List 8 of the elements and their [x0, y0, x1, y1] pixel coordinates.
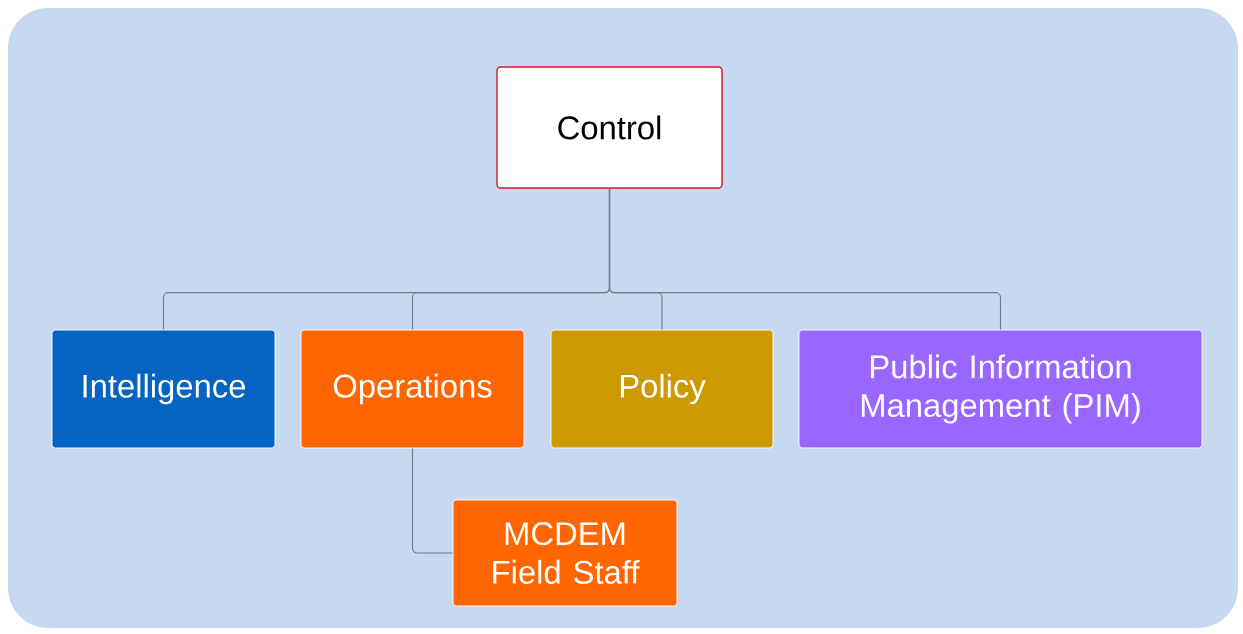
unit-box: Policy — [550, 329, 774, 449]
unit-box: Intelligence — [51, 329, 276, 449]
unit-box: MCDEM Field Staff — [452, 499, 678, 607]
connector-line — [411, 447, 454, 554]
unit-box: Operations — [300, 329, 525, 449]
connector-line — [608, 188, 1002, 331]
unit-box: Public Information Management (PIM) — [798, 329, 1203, 449]
control-box: Control — [496, 66, 723, 189]
